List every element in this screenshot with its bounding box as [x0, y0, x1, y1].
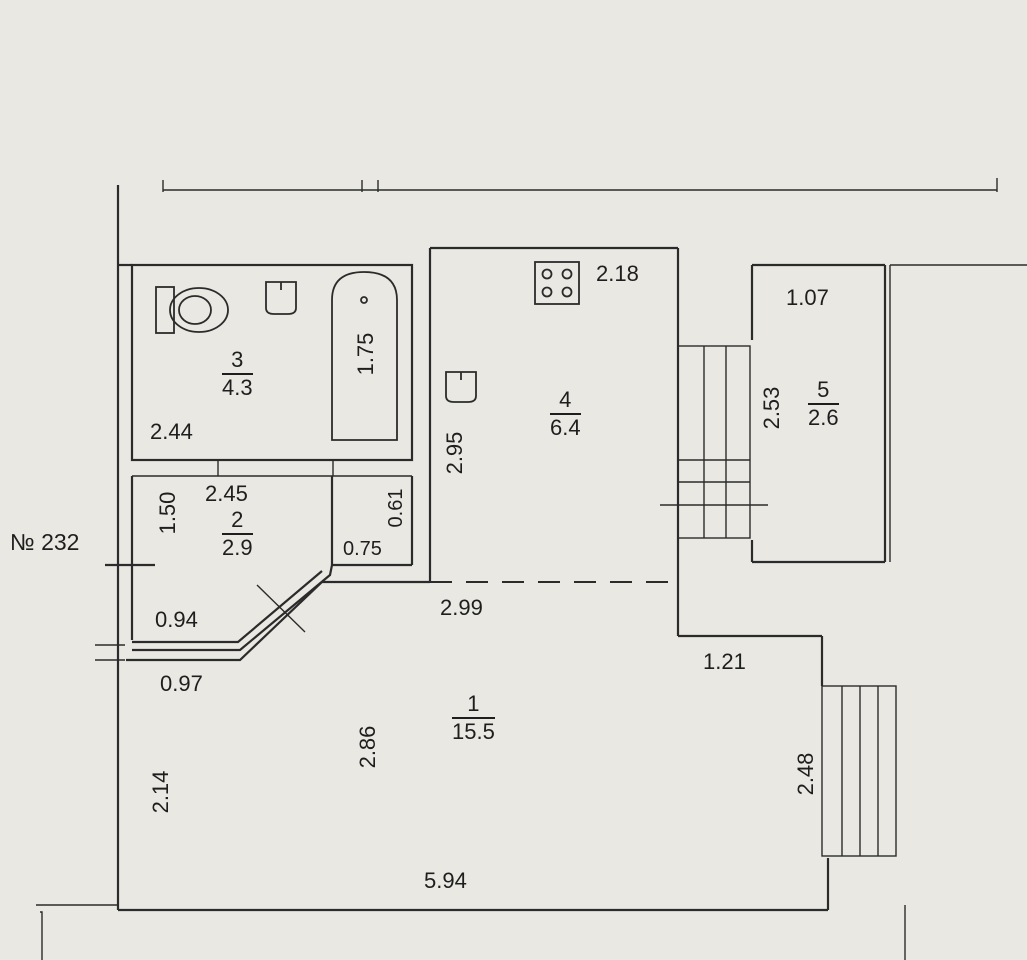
dim-room5-width: 1.07: [786, 285, 829, 310]
room-4-area: 6.4: [550, 415, 581, 440]
dim-bath-length: 1.75: [353, 332, 378, 376]
dim-room1-right-height: 2.48: [793, 752, 818, 796]
room-4-label: 4 6.4: [550, 388, 581, 440]
dim-room1-width: 5.94: [424, 868, 467, 893]
room-1-right-walls: [678, 634, 897, 857]
dim-room5-height: 2.53: [759, 386, 784, 430]
washbasin-icon: [265, 281, 297, 315]
room-5-area: 2.6: [808, 405, 839, 430]
top-axis-line: [162, 178, 998, 192]
bathtub-icon: [331, 271, 398, 441]
dim-entry-width: 0.97: [160, 671, 203, 696]
sink-icon: [445, 371, 477, 403]
room-5-outline: [750, 263, 1027, 564]
room-2-outline: [126, 476, 430, 662]
dim-kitchen-height: 2.95: [442, 431, 467, 475]
dim-niche-width: 0.75: [343, 538, 382, 560]
dim-room3-width: 2.44: [150, 419, 193, 444]
room-3-label: 3 4.3: [222, 348, 253, 400]
dim-kitchen-width-top: 2.18: [596, 261, 639, 286]
dim-room2-height: 1.50: [155, 491, 180, 535]
outer-walls: [36, 185, 906, 960]
dim-kitchen-width-bottom: 2.99: [440, 595, 483, 620]
dim-corridor-width: 0.94: [155, 607, 198, 632]
room-4-number: 4: [550, 388, 581, 415]
room-2-label: 2 2.9: [222, 508, 253, 560]
dim-room1-inner-height: 2.86: [355, 725, 380, 769]
room-2-area: 2.9: [222, 535, 253, 560]
apartment-number: № 232: [10, 529, 80, 555]
room-3-number: 3: [222, 348, 253, 375]
window-block-upper: [660, 345, 768, 539]
room-5-label: 5 2.6: [808, 378, 839, 430]
room-1-number: 1: [452, 692, 495, 719]
stove-icon: [534, 261, 580, 305]
room-5-number: 5: [808, 378, 839, 405]
room-1-label: 1 15.5: [452, 692, 495, 744]
dim-niche-depth: 0.61: [385, 488, 407, 528]
dim-room1-left-height: 2.14: [148, 770, 173, 814]
room-3-outline: [130, 263, 414, 477]
room-1-area: 15.5: [452, 719, 495, 744]
dim-room2-width: 2.45: [205, 481, 248, 506]
toilet-icon: [155, 286, 229, 334]
room-2-number: 2: [222, 508, 253, 535]
dim-step-width: 1.21: [703, 649, 746, 674]
room-4-outline: [428, 246, 680, 636]
room-3-area: 4.3: [222, 375, 253, 400]
